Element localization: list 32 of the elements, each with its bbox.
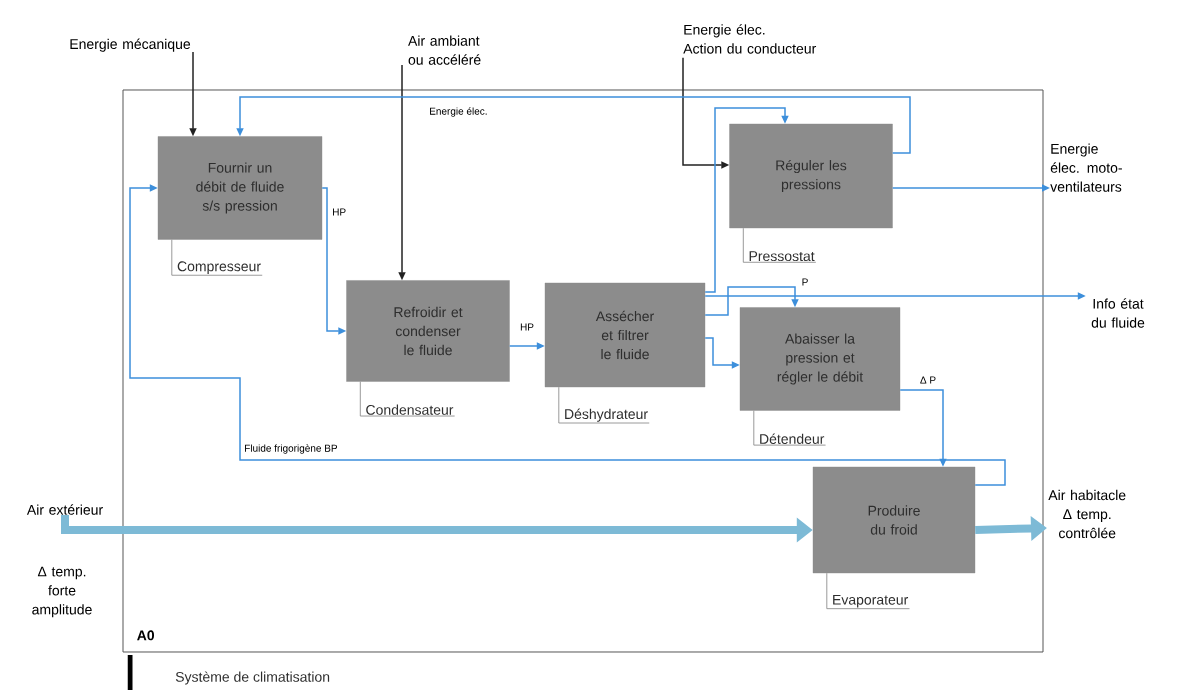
arrow (236, 96, 911, 154)
flow-label: Info état du fluide (1091, 298, 1145, 328)
flow-label: Energie élec. Action du conducteur (683, 24, 817, 54)
component-label: Pressostat (742, 227, 817, 263)
flow-note: Δ temp. forte amplitude (32, 566, 92, 618)
process-box: Refroidir et condenser le fluide (346, 280, 510, 382)
arrow (704, 286, 799, 316)
edge-label: HP (331, 207, 348, 217)
diagram-number: A0 (137, 630, 155, 641)
arrow (129, 184, 1006, 486)
flow-label: Air extérieur (26, 504, 103, 515)
process-box: Fournir un débit de fluide s/s pression (157, 136, 323, 240)
edge-label: P (800, 277, 810, 287)
edge-label: HP (519, 322, 535, 332)
flow-label: Air ambiant ou accéléré (408, 35, 481, 65)
arrow (704, 107, 789, 293)
flow-label: Energie élec. moto-ventilateurs (1050, 143, 1122, 192)
process-box: Réguler les pressions (729, 123, 893, 229)
process-box: Assécher et filtrer le fluide (544, 282, 706, 388)
process-box: Abaisser la pression et régler le débit (739, 307, 901, 411)
edge-label: Δ P (918, 375, 938, 385)
flow-label: Air habitacle Δ temp. contrôlée (1048, 489, 1126, 539)
component-label: Condensateur (359, 381, 456, 417)
component-label: Evaporateur (826, 572, 910, 610)
component-label: Détendeur (753, 410, 826, 446)
edge-label: Energie élec. (428, 106, 489, 118)
component-label: Compresseur (171, 239, 263, 276)
system-label: Système de climatisation (127, 655, 330, 690)
edge-label: Fluide frigorigène BP (243, 443, 339, 455)
component-label: Déshydrateur (558, 386, 650, 424)
flow-label: Energie mécanique (70, 38, 191, 52)
process-box: Produire du froid (812, 466, 976, 574)
